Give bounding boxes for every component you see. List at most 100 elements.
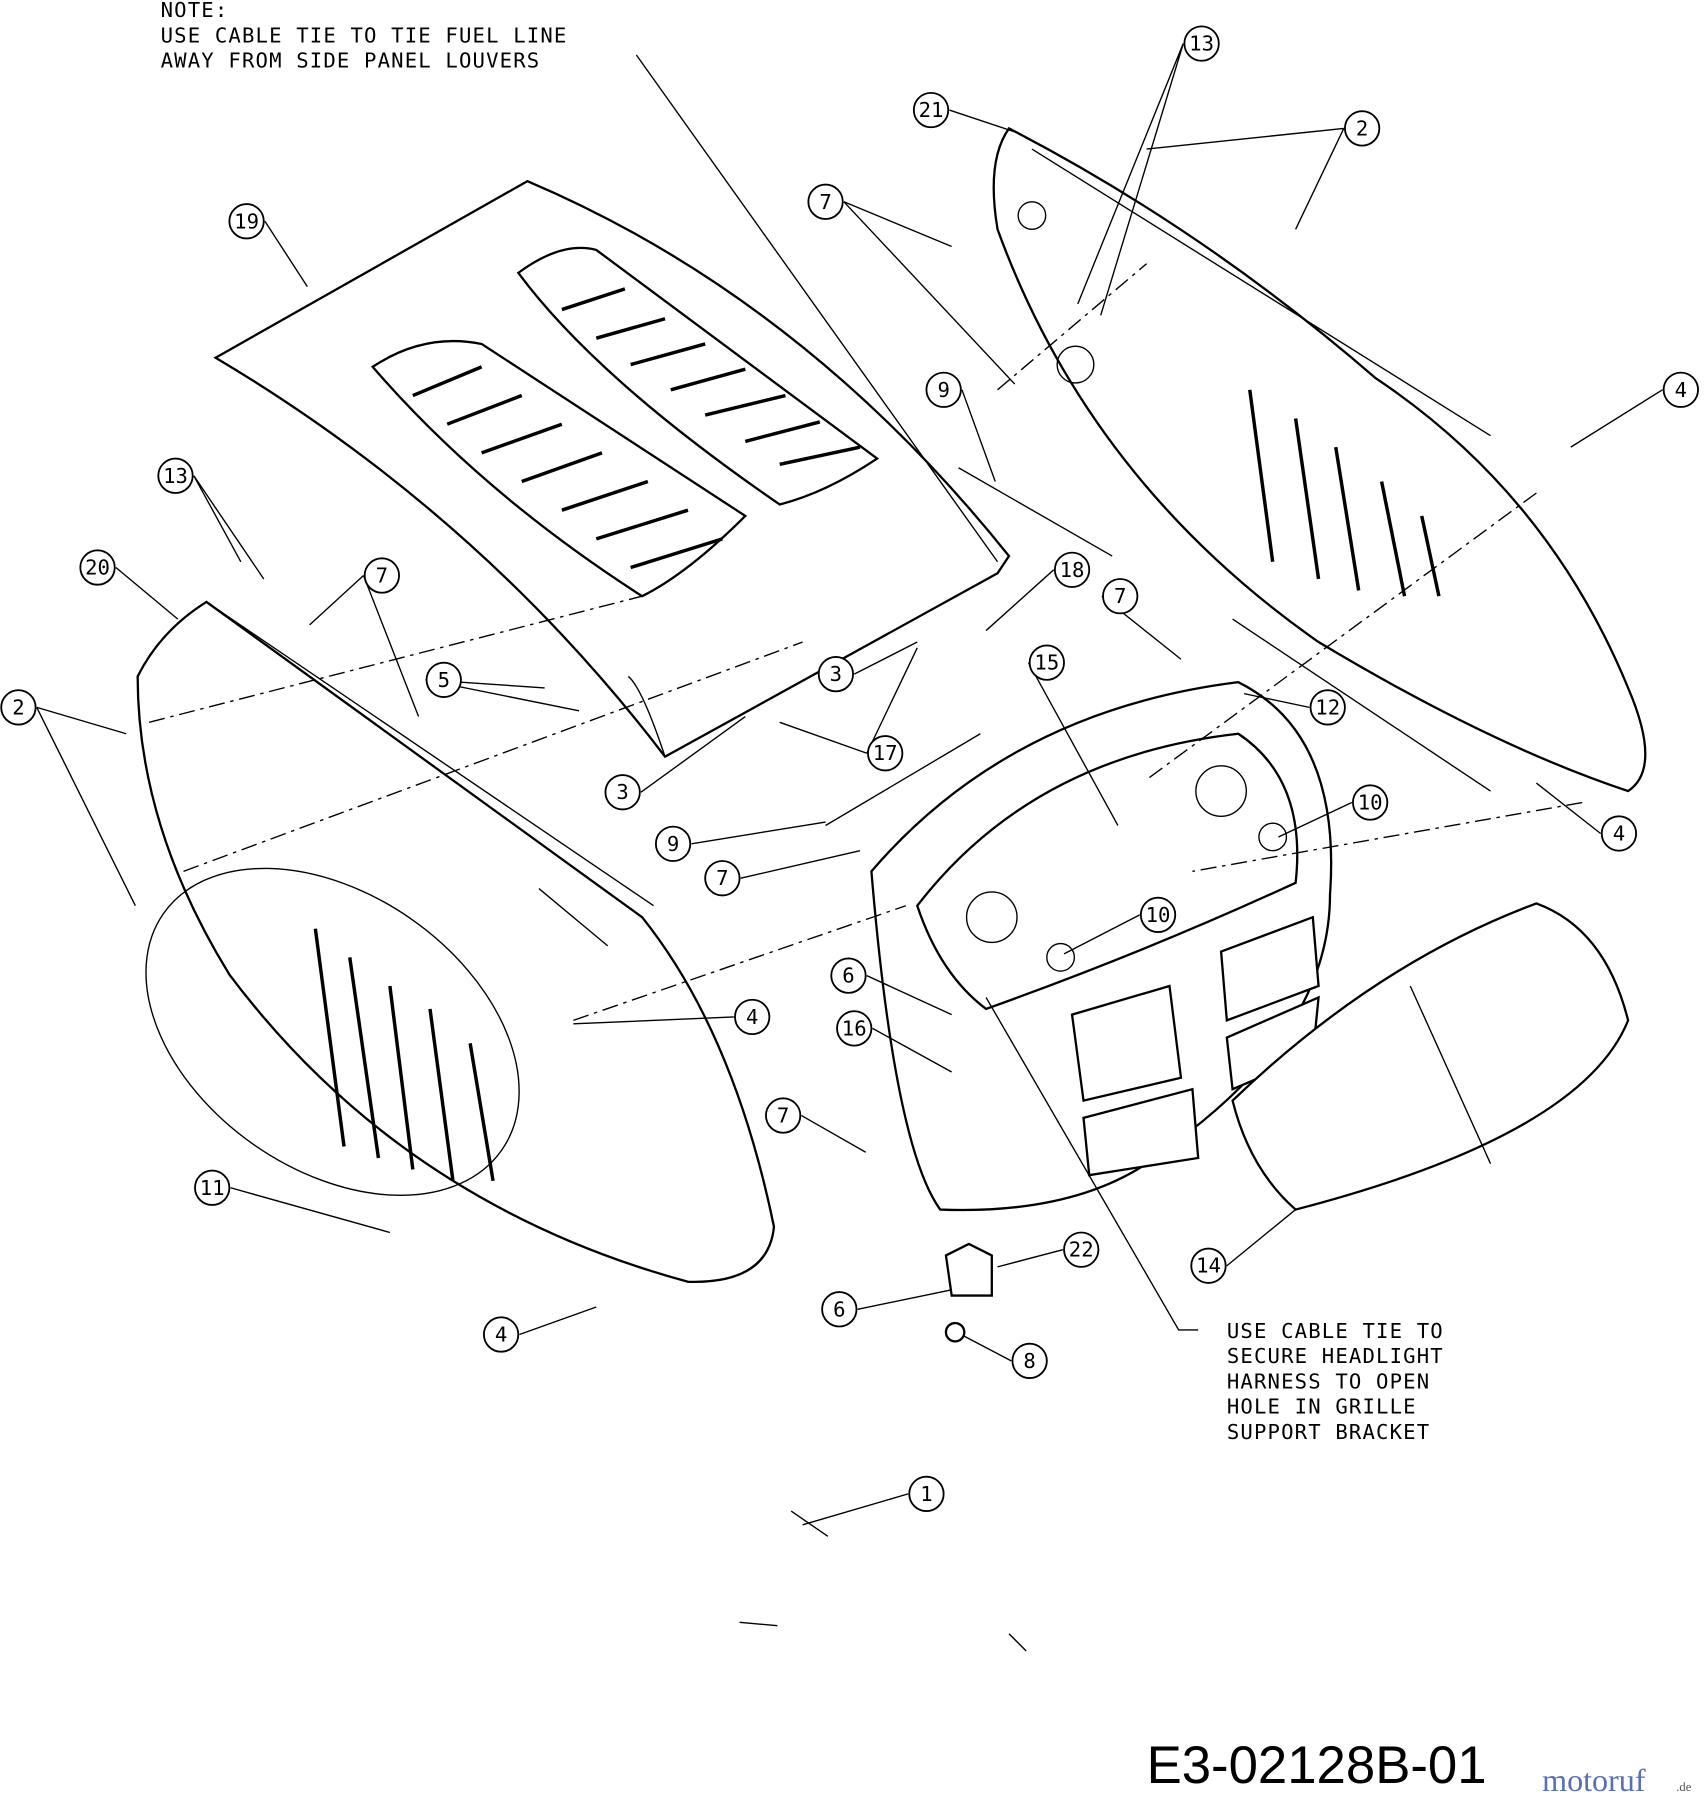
callout-21: 21 <box>912 91 950 129</box>
callout-number: 3 <box>830 662 842 686</box>
callout-13: 13 <box>157 457 194 494</box>
callout-19: 19 <box>228 203 265 240</box>
note-line: NOTE: <box>161 0 229 22</box>
callout-18: 18 <box>1053 551 1091 588</box>
callout-number: 14 <box>1196 1254 1221 1278</box>
note-line: SECURE HEADLIGHT <box>1227 1344 1444 1368</box>
hardware-1 <box>739 1510 1027 1652</box>
callout-4: 4 <box>734 998 771 1036</box>
callout-number: 15 <box>1034 651 1059 675</box>
callout-circle <box>1344 110 1381 147</box>
note-line: HARNESS TO OPEN <box>1227 1369 1430 1393</box>
callout-20: 20 <box>79 549 116 586</box>
callout-circle <box>807 183 844 220</box>
callout-circle <box>925 371 962 408</box>
watermark-text: motoruf <box>1542 1762 1646 1798</box>
callout-circle <box>765 1097 802 1134</box>
callout-number: 7 <box>716 866 728 890</box>
callout-circle <box>1183 25 1220 62</box>
right-panel-louvers <box>1248 389 1441 597</box>
note-line: AWAY FROM SIDE PANEL LOUVERS <box>161 49 541 73</box>
watermark-logo: motoruf .de <box>1542 1762 1692 1798</box>
callout-circle <box>654 825 692 862</box>
callout-circle <box>867 735 904 772</box>
callout-number: 2 <box>1356 116 1368 140</box>
callout-number: 4 <box>1613 822 1625 846</box>
note-line: USE CABLE TIE TO TIE FUEL LINE <box>161 23 568 47</box>
callout-number: 10 <box>1146 903 1171 927</box>
callout-number: 13 <box>1189 32 1214 56</box>
callout-number: 22 <box>1069 1238 1094 1262</box>
callout-circle <box>1063 1231 1100 1268</box>
callout-number: 4 <box>1675 378 1687 402</box>
left-side-panel-20 <box>136 600 776 1283</box>
callout-3: 3 <box>604 774 641 811</box>
callout-1: 1 <box>908 1475 945 1512</box>
callout-number: 18 <box>1060 558 1085 582</box>
callout-4: 4 <box>1662 371 1699 408</box>
callout-15: 15 <box>1028 644 1065 681</box>
hood-part-19 <box>213 179 1011 759</box>
callout-16: 16 <box>836 1010 873 1047</box>
callout-7: 7 <box>765 1097 802 1134</box>
callout-number: 7 <box>819 190 831 214</box>
callout-number: 9 <box>667 832 679 856</box>
headlight-harness-note: USE CABLE TIE TO SECURE HEADLIGHT HARNES… <box>1227 1319 1444 1444</box>
callout-circle <box>734 998 771 1036</box>
callout-circle <box>1053 551 1091 588</box>
callout-22: 22 <box>1063 1231 1100 1268</box>
watermark-suffix: .de <box>1676 1780 1691 1794</box>
right-side-panel-21 <box>992 126 1647 793</box>
callout-number: 7 <box>1114 584 1126 608</box>
callout-6: 6 <box>830 957 867 994</box>
callout-circle <box>836 1010 873 1047</box>
callout-11: 11 <box>194 1169 231 1206</box>
callout-13: 13 <box>1183 25 1220 62</box>
callout-7: 7 <box>807 183 844 220</box>
callout-4: 4 <box>1600 815 1638 852</box>
callout-9: 9 <box>925 371 962 408</box>
callout-7: 7 <box>1102 578 1139 615</box>
callout-circle <box>1011 1342 1048 1380</box>
callout-circle <box>482 1316 520 1353</box>
note-line: USE CABLE TIE TO <box>1227 1319 1444 1343</box>
callout-3: 3 <box>817 656 854 693</box>
callout-17: 17 <box>867 735 904 772</box>
callout-2: 2 <box>0 689 37 726</box>
support-bracket-22 <box>944 1242 993 1297</box>
callout-5: 5 <box>425 661 462 698</box>
callout-number: 13 <box>163 464 188 488</box>
drawing-code: E3-02128B-01 <box>1147 1736 1487 1795</box>
callout-4: 4 <box>482 1316 520 1353</box>
callout-circle <box>1139 896 1177 934</box>
callout-circle <box>157 457 194 494</box>
callout-circle <box>1600 815 1638 852</box>
note-line: SUPPORT BRACKET <box>1227 1420 1430 1444</box>
callout-number: 6 <box>833 1297 845 1321</box>
callout-circle <box>1102 578 1139 615</box>
callout-number: 2 <box>12 695 24 719</box>
washer-8 <box>944 1321 966 1343</box>
callout-number: 7 <box>376 564 388 588</box>
callout-number: 8 <box>1023 1349 1035 1373</box>
callout-number: 7 <box>777 1104 789 1128</box>
callout-number: 17 <box>873 741 898 765</box>
callout-circle <box>79 549 116 586</box>
fuel-line-note: NOTE: USE CABLE TIE TO TIE FUEL LINE AWA… <box>161 0 568 73</box>
callout-number: 11 <box>200 1176 225 1200</box>
callout-7: 7 <box>363 557 400 594</box>
callout-circle <box>821 1291 858 1328</box>
callout-14: 14 <box>1190 1247 1227 1284</box>
callout-number: 6 <box>842 964 854 988</box>
callout-circle <box>0 689 37 726</box>
callout-circle <box>912 91 950 129</box>
callout-circle <box>704 860 741 897</box>
headlight-lens-14 <box>1231 902 1630 1211</box>
callout-number: 3 <box>616 780 628 804</box>
callout-circle <box>1028 644 1065 681</box>
hood-louvers <box>412 287 861 570</box>
callout-circle <box>817 656 854 693</box>
callout-circle <box>363 557 400 594</box>
callout-circle <box>1309 689 1346 726</box>
